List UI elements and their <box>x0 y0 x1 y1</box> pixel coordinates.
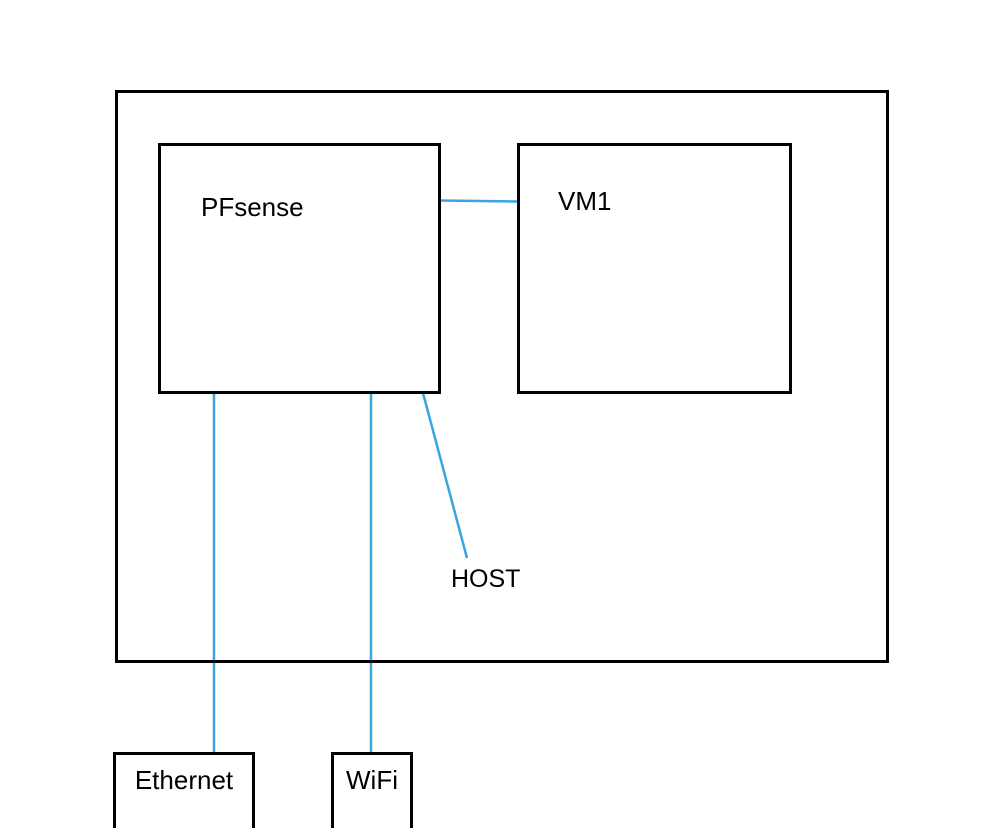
pfsense-node-label: PFsense <box>201 192 304 222</box>
wifi-node-box: WiFi <box>331 752 413 828</box>
connector-pfsense-vm1 <box>438 199 519 203</box>
ethernet-node-box: Ethernet <box>113 752 255 828</box>
pfsense-node-box: PFsense <box>158 143 441 394</box>
network-boundary-box <box>115 90 889 663</box>
wifi-node-label: WiFi <box>346 765 398 795</box>
connector-pfsense-host <box>421 392 469 559</box>
vm1-node-label: VM1 <box>558 186 612 216</box>
ethernet-node-label: Ethernet <box>134 765 234 795</box>
vm1-node-box: VM1 <box>517 143 792 394</box>
host-node-label: HOST <box>451 565 521 593</box>
